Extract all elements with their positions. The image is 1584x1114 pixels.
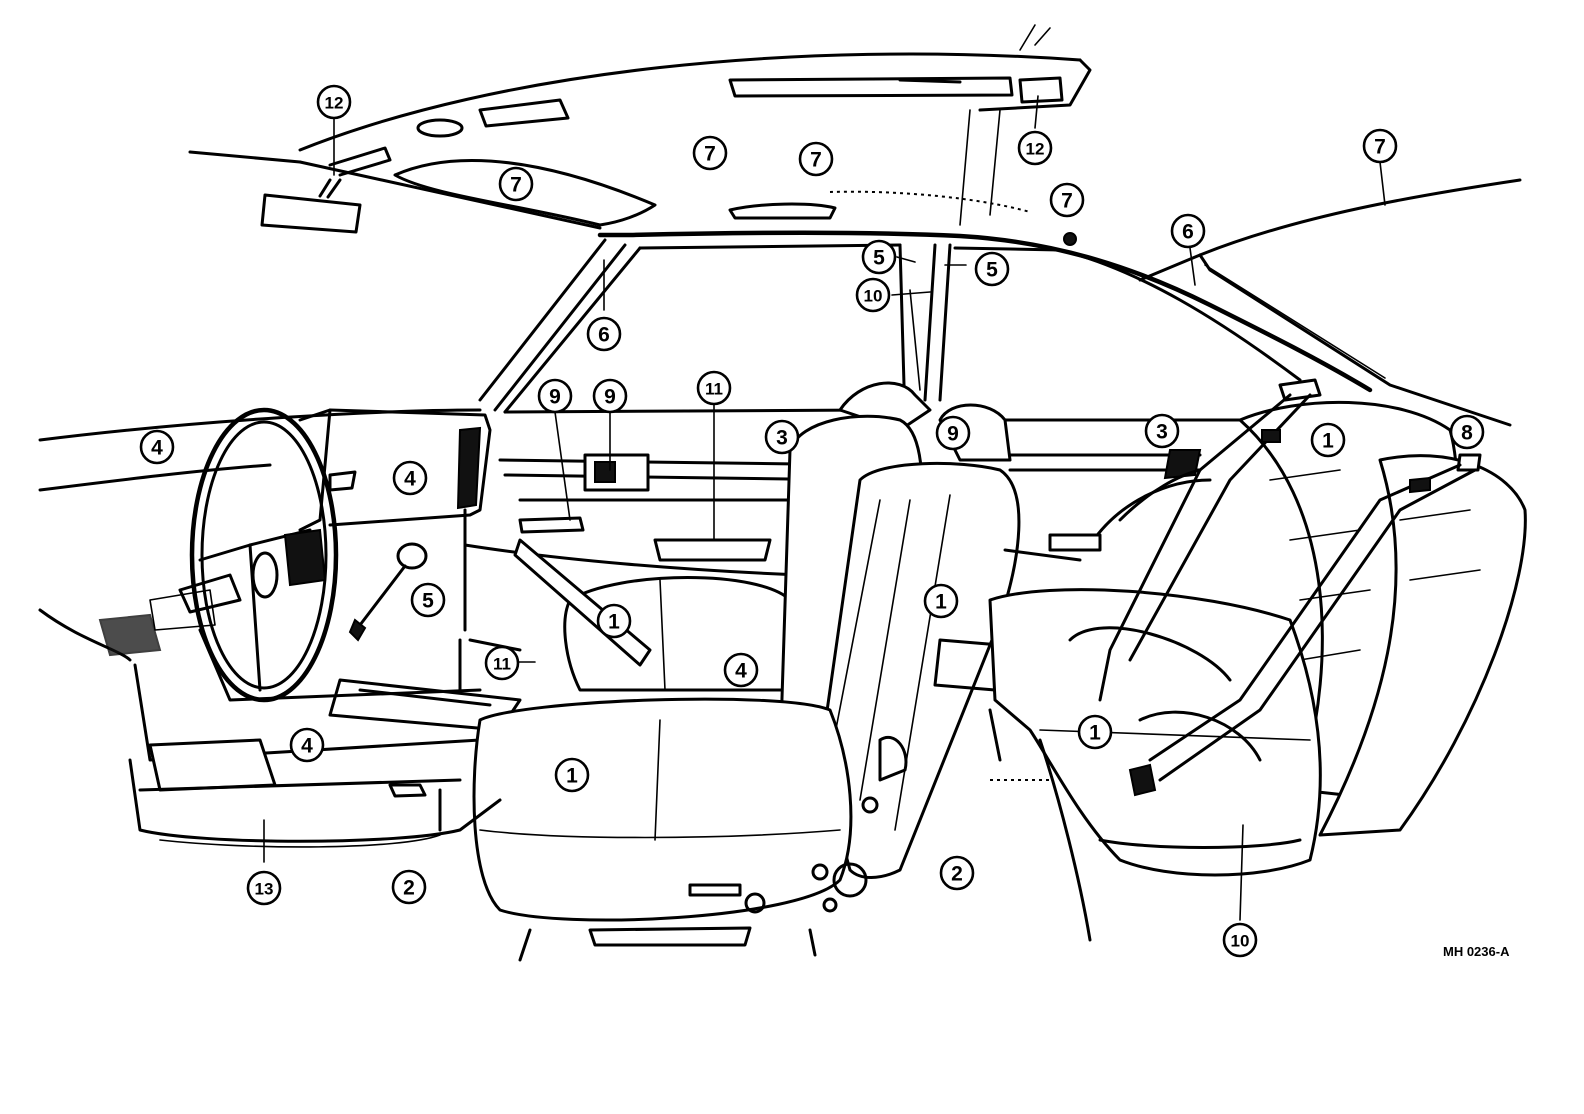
callout-1-rear-backrest: 1 [1310, 422, 1346, 458]
svg-text:1: 1 [566, 765, 578, 788]
svg-text:5: 5 [422, 590, 434, 613]
callout-7-headliner-center: 7 [692, 135, 728, 171]
callout-3-front-door: 3 [764, 419, 800, 455]
svg-text:9: 9 [549, 386, 561, 409]
front-seat-right [472, 381, 1021, 962]
callout-11-console: 11 [484, 645, 520, 681]
callout-12-visor: 12 [1017, 130, 1053, 166]
svg-text:6: 6 [1182, 221, 1194, 244]
svg-text:10: 10 [1231, 932, 1250, 951]
svg-text:7: 7 [1061, 190, 1073, 213]
svg-text:13: 13 [255, 880, 274, 899]
svg-text:11: 11 [705, 380, 723, 399]
rear-seat [988, 400, 1527, 942]
callout-4-dash-center: 4 [392, 460, 428, 496]
svg-text:1: 1 [1089, 722, 1101, 745]
drawing-code: MH 0236-A [1443, 944, 1510, 959]
callout-10-rear-belt: 10 [1222, 922, 1258, 958]
steering-wheel [178, 407, 339, 703]
svg-text:1: 1 [608, 611, 620, 634]
svg-text:1: 1 [1322, 430, 1334, 453]
callout-6-c-pillar: 6 [1170, 213, 1206, 249]
callout-2-floor-right: 2 [939, 855, 975, 891]
callout-9-headrest: 9 [935, 415, 971, 451]
svg-text:6: 6 [598, 324, 610, 347]
door-frame [478, 230, 1373, 422]
svg-text:9: 9 [947, 423, 959, 446]
callout-4-lower-dash: 4 [289, 727, 325, 763]
callouts: 12 12 7 7 7 7 7 6 6 5 5 5 10 10 9 9 9 11… [139, 84, 1485, 958]
svg-text:8: 8 [1461, 422, 1473, 445]
svg-text:7: 7 [1374, 136, 1386, 159]
svg-text:4: 4 [151, 437, 163, 460]
callout-7-headliner-left: 7 [498, 166, 534, 202]
leader-lines [263, 95, 1386, 921]
svg-text:12: 12 [1026, 140, 1045, 159]
callout-7-dome-light: 7 [1049, 182, 1085, 218]
callout-5-b-pillar-left: 5 [861, 239, 897, 275]
callout-11-armrest: 11 [696, 370, 732, 406]
callout-4-dash-left: 4 [139, 429, 175, 465]
callout-1-driver-cushion: 1 [554, 757, 590, 793]
callout-1-rear-cushion: 1 [1077, 714, 1113, 750]
svg-text:3: 3 [776, 427, 788, 450]
callout-4-seat-side: 4 [723, 652, 759, 688]
callout-7-grab-handle: 7 [798, 141, 834, 177]
headliner [188, 24, 1092, 246]
svg-text:7: 7 [704, 143, 716, 166]
callout-10-belt-anchor: 10 [855, 277, 891, 313]
callout-9-door-handle: 9 [537, 378, 573, 414]
callout-8-belt-guide: 8 [1449, 414, 1485, 450]
callout-2-floor-left: 2 [391, 869, 427, 905]
svg-text:7: 7 [510, 174, 522, 197]
svg-text:10: 10 [864, 287, 883, 306]
svg-text:4: 4 [404, 468, 416, 491]
callout-9-door-switch: 9 [592, 378, 628, 414]
callout-7-rear-roof: 7 [1362, 128, 1398, 164]
svg-text:4: 4 [301, 735, 313, 758]
callout-1-passenger-seat: 1 [596, 603, 632, 639]
svg-text:5: 5 [873, 247, 885, 270]
svg-text:9: 9 [604, 386, 616, 409]
console [328, 542, 522, 732]
callout-5-b-pillar-right: 5 [974, 251, 1010, 287]
svg-text:12: 12 [325, 94, 344, 113]
svg-text:3: 3 [1156, 421, 1168, 444]
floor [128, 738, 502, 848]
svg-text:11: 11 [493, 655, 511, 674]
callout-13-sill: 13 [246, 870, 282, 906]
callout-6-a-pillar: 6 [586, 316, 622, 352]
svg-text:2: 2 [403, 877, 415, 900]
callout-12-mirror: 12 [316, 84, 352, 120]
svg-text:5: 5 [986, 259, 998, 282]
callout-5-kick-panel: 5 [410, 582, 446, 618]
svg-text:1: 1 [935, 591, 947, 614]
svg-text:4: 4 [735, 660, 747, 683]
seat-belts [1068, 378, 1482, 797]
svg-text:2: 2 [951, 863, 963, 886]
svg-text:7: 7 [810, 149, 822, 172]
callout-1-front-backrest: 1 [923, 583, 959, 619]
callout-3-rear-door: 3 [1144, 413, 1180, 449]
